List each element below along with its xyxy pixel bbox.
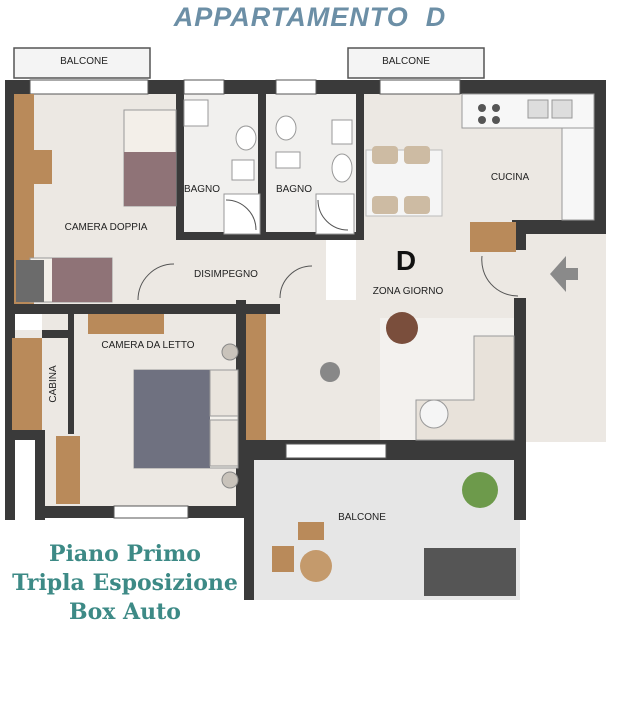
floor-living <box>244 300 384 442</box>
camera-doppia-furniture <box>14 94 177 304</box>
dining-table <box>365 146 443 217</box>
floor-balcony-left <box>13 47 151 79</box>
footer-garage: Box Auto <box>69 599 181 625</box>
footer-floor: Piano Primo <box>49 541 201 567</box>
bathroom-fixtures <box>183 99 355 235</box>
windows <box>29 79 461 519</box>
footer-exposure: Tripla Esposizione <box>12 570 238 596</box>
label-balcone-left: BALCONE <box>60 56 108 67</box>
unit-letter: D <box>396 245 416 276</box>
plan-title: APPARTAMENTO D <box>173 2 447 32</box>
label-balcone-bottom: BALCONE <box>338 512 386 523</box>
floors <box>12 47 606 600</box>
label-disimpegno: DISIMPEGNO <box>194 269 258 280</box>
label-zona-giorno: ZONA GIORNO <box>373 286 444 297</box>
floor-disimpegno <box>176 240 326 310</box>
label-cucina: CUCINA <box>491 172 530 183</box>
living-furniture <box>246 312 515 441</box>
doors <box>137 199 519 301</box>
label-camera-da-letto: CAMERA DA LETTO <box>101 340 194 351</box>
label-bagno-2: BAGNO <box>276 184 312 195</box>
label-bagno-1: BAGNO <box>184 184 220 195</box>
footer-info: Piano Primo Tripla Esposizione Box Auto <box>0 540 250 627</box>
label-cabina: CABINA <box>48 365 59 403</box>
balcony-grille <box>424 548 516 596</box>
label-camera-doppia: CAMERA DOPPIA <box>65 222 148 233</box>
balcony-furniture <box>272 472 498 582</box>
label-balcone-right: BALCONE <box>382 56 430 67</box>
entrance-arrow-icon <box>550 256 578 292</box>
floor-balcony-right <box>347 47 485 79</box>
camera-da-letto-furniture <box>12 314 239 504</box>
kitchen <box>461 93 595 252</box>
